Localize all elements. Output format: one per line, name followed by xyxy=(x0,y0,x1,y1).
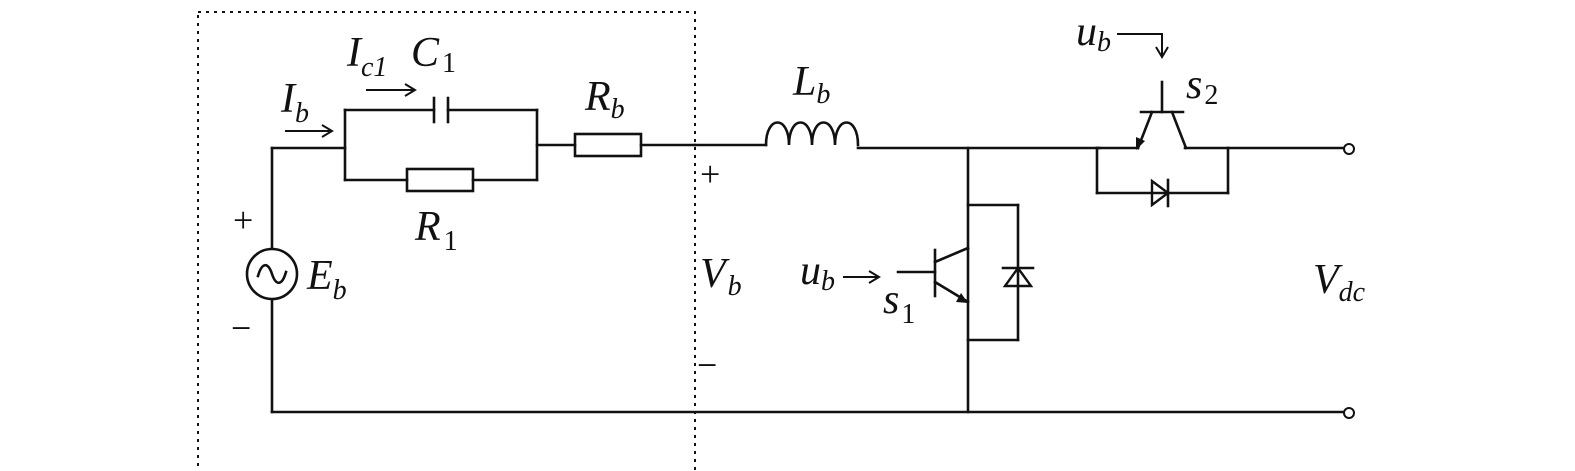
battery-source-branch xyxy=(270,146,347,414)
ac-voltage-source-icon xyxy=(245,247,299,301)
switch-s1-leg xyxy=(966,146,1020,414)
label-ub-s1: ub xyxy=(800,248,835,297)
resistor-r1-icon xyxy=(405,167,475,193)
sign-vb-plus: + xyxy=(700,154,720,194)
sign-vb-minus: − xyxy=(697,345,717,385)
arrow-ub-s1-icon xyxy=(843,270,881,284)
label-vdc: Vdc xyxy=(1313,257,1366,308)
sign-source-plus: + xyxy=(233,200,253,240)
terminal-top-icon xyxy=(1343,143,1355,155)
label-s1: s1 xyxy=(883,277,915,330)
label-ic1: Ic1 xyxy=(346,30,387,83)
arrow-ub-s2-icon xyxy=(1117,33,1169,59)
diode-d2-icon xyxy=(1150,178,1170,208)
arrow-ib-icon xyxy=(285,124,334,138)
label-lb: Lb xyxy=(792,59,830,110)
label-ib: Ib xyxy=(280,76,309,129)
arrow-ic1-icon xyxy=(366,83,417,97)
label-s2: s2 xyxy=(1186,62,1218,111)
label-eb: Eb xyxy=(306,253,347,306)
igbt-s1-icon xyxy=(896,246,970,304)
terminal-bottom-icon xyxy=(1343,407,1355,419)
battery-model-boundary xyxy=(197,11,696,471)
resistor-rb-icon xyxy=(573,132,643,158)
label-vb: Vb xyxy=(700,251,742,302)
label-ub-s2: ub xyxy=(1076,9,1111,58)
inductor-lb-icon xyxy=(764,121,860,147)
sign-source-minus: − xyxy=(231,308,251,348)
label-rb: Rb xyxy=(584,74,625,125)
diode-d1-icon xyxy=(1001,265,1035,288)
capacitor-c1-icon xyxy=(432,96,450,124)
igbt-s2-icon xyxy=(1095,80,1188,150)
switch-s2-leg xyxy=(1095,146,1347,195)
